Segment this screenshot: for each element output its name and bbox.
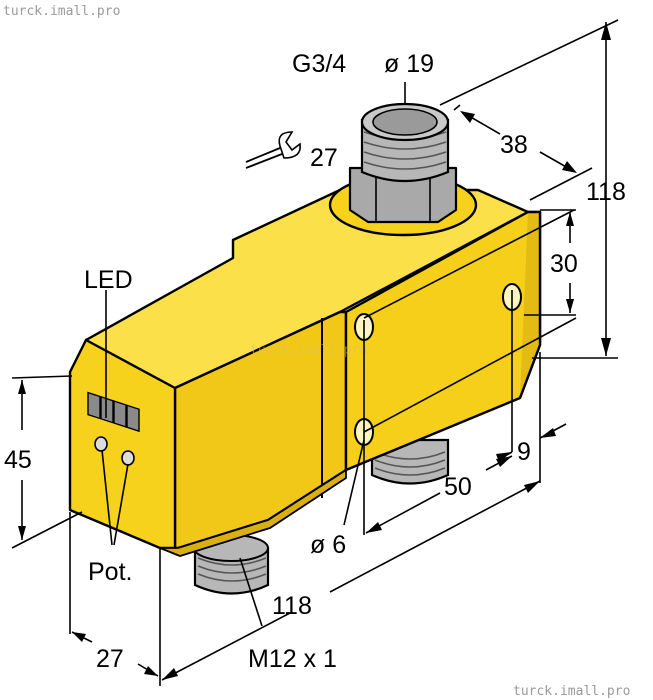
label-diameter-19: ø 19 [384, 50, 434, 78]
label-dim-27-width: 27 [96, 645, 124, 673]
watermark-top-left: turck.imall.pro [3, 4, 120, 19]
label-dim-50: 50 [444, 473, 472, 501]
label-dim-118-height: 118 [586, 178, 626, 206]
label-dim-9: 9 [517, 438, 531, 466]
led-bar [87, 391, 140, 433]
potentiometers [94, 436, 135, 466]
label-wrench-size-27: 27 [310, 144, 338, 172]
sensor-housing [68, 188, 542, 557]
label-dim-45: 45 [4, 446, 32, 474]
label-connector-m12: M12 x 1 [248, 645, 337, 673]
watermark-center: turck.imall.pro [250, 343, 367, 358]
label-dim-38: 38 [500, 131, 528, 159]
wrench-icon [245, 131, 301, 169]
watermark-bottom-right: turck.imall.pro [513, 684, 630, 699]
label-hole-diameter-6: ø 6 [310, 531, 346, 559]
label-dim-118-length: 118 [272, 592, 312, 620]
label-thread-g34: G3/4 [292, 50, 346, 78]
process-connection-fitting [328, 102, 478, 237]
label-led: LED [84, 266, 133, 294]
label-dim-30: 30 [550, 250, 578, 278]
dimension-lines [11, 19, 619, 686]
label-pot: Pot. [88, 558, 132, 586]
